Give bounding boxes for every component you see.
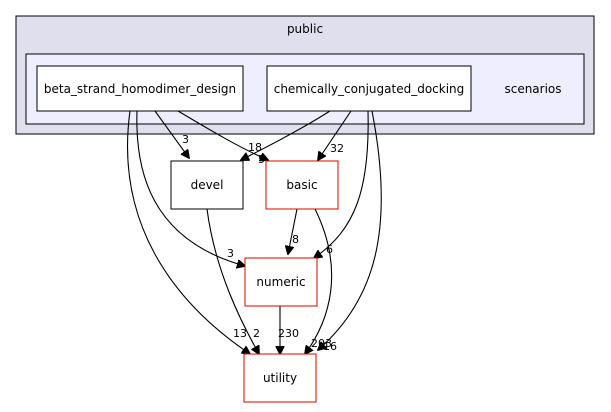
node-chemically-conjugated-docking-label: chemically_conjugated_docking: [274, 82, 465, 96]
node-basic-label: basic: [286, 178, 317, 192]
node-utility[interactable]: utility: [243, 353, 317, 403]
edge-beta-numeric-label: 3: [227, 247, 234, 260]
node-chemically-conjugated-docking[interactable]: chemically_conjugated_docking: [266, 65, 472, 112]
node-devel[interactable]: devel: [170, 160, 244, 210]
edge-devel-utility[interactable]: 2: [206, 208, 260, 354]
node-utility-label: utility: [263, 371, 297, 385]
edge-beta-numeric[interactable]: 3: [136, 110, 245, 266]
node-numeric-label: numeric: [256, 275, 305, 289]
edge-beta-utility[interactable]: 13: [126, 110, 250, 354]
edge-devel-utility-label: 2: [253, 327, 260, 340]
node-numeric[interactable]: numeric: [244, 257, 318, 307]
edge-numeric-utility[interactable]: 230: [278, 306, 299, 354]
edge-beta-devel-label: 3: [182, 133, 189, 146]
edge-basic-utility[interactable]: 203: [305, 208, 333, 354]
node-beta-strand-homodimer-design-label: beta_strand_homodimer_design: [44, 82, 236, 96]
edge-chem-basic-label: 32: [330, 142, 344, 155]
edge-chem-utility-label: 16: [323, 340, 337, 353]
node-devel-label: devel: [191, 178, 224, 192]
node-beta-strand-homodimer-design[interactable]: beta_strand_homodimer_design: [36, 65, 244, 112]
edge-chem-devel-label: 5: [258, 153, 265, 166]
node-basic[interactable]: basic: [265, 160, 339, 210]
edge-chem-utility[interactable]: 16: [318, 110, 382, 353]
edge-numeric-utility-label: 230: [278, 327, 299, 340]
edge-basic-numeric-label: 8: [292, 233, 299, 246]
edge-chem-basic[interactable]: 32: [318, 110, 352, 160]
cluster-scenarios-label: scenarios: [504, 82, 561, 96]
edge-beta-devel[interactable]: 3: [154, 110, 189, 158]
cluster-public-label: public: [287, 22, 323, 36]
edge-basic-numeric[interactable]: 8: [288, 208, 299, 254]
edge-chem-devel[interactable]: 5: [241, 110, 331, 166]
edge-beta-utility-label: 13: [233, 327, 247, 340]
edge-basic-utility-label: 203: [311, 337, 332, 350]
